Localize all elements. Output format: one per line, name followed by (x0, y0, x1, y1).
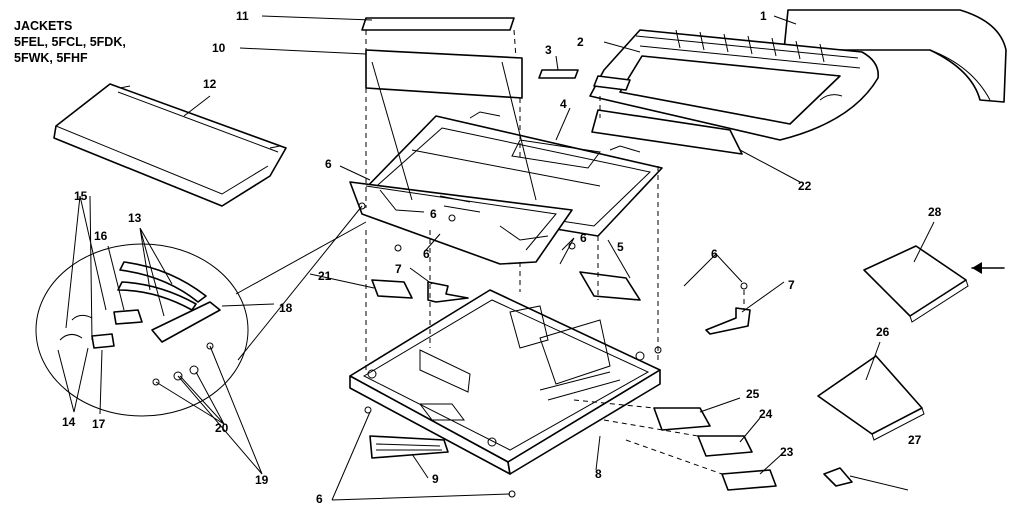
part-8-chassis (349, 289, 661, 475)
part-21-sheet (371, 279, 413, 299)
callout-9: 9 (432, 472, 439, 486)
part-12-keyboard-cover (53, 83, 287, 207)
callout-11: 11 (236, 9, 249, 23)
title-line: 5FWK, 5FHF (14, 51, 88, 65)
part-7-clip-right (705, 307, 751, 335)
part-26-manual (817, 355, 925, 441)
callout-17: 17 (92, 417, 106, 431)
callout-7-right: 7 (788, 278, 795, 292)
callout-numbers: 1 2 3 4 5 6 6 6 6 6 6 7 7 8 9 10 11 12 1… (62, 9, 942, 506)
part-7-clip-left (427, 281, 469, 303)
callout-8: 8 (595, 467, 602, 481)
callout-26: 26 (876, 325, 890, 339)
part-10-bar (365, 29, 523, 99)
callout-12: 12 (203, 77, 217, 91)
part-27-card (823, 467, 853, 487)
callout-6-far-right: 6 (711, 247, 718, 261)
callout-3: 3 (545, 43, 552, 57)
callout-19: 19 (255, 473, 269, 487)
callout-13: 13 (128, 211, 142, 225)
callout-14: 14 (62, 415, 76, 429)
callout-1: 1 (760, 9, 767, 23)
callout-7-left: 7 (395, 262, 402, 276)
part-22-sheet (591, 109, 743, 155)
part-23-strip (721, 469, 777, 491)
callout-16: 16 (94, 229, 108, 243)
callout-20: 20 (215, 421, 229, 435)
callout-10: 10 (212, 41, 226, 55)
part-24-strip (697, 435, 753, 457)
title-line: JACKETS (14, 19, 73, 33)
callout-4: 4 (560, 97, 567, 111)
arrow-icon (971, 262, 1005, 274)
part-2-upper-housing (589, 29, 879, 141)
callout-23: 23 (780, 445, 794, 459)
part-6-upper-plate (349, 181, 573, 265)
leader-lines (57, 15, 935, 501)
part-1-top-cover (783, 9, 1007, 103)
jackets-title: JACKETS 5FEL, 5FCL, 5FDK, 5FWK, 5FHF (14, 18, 126, 66)
callout-6-center: 6 (430, 207, 437, 221)
callout-15: 15 (74, 189, 88, 203)
callout-6-upper-left: 6 (325, 157, 332, 171)
assembly-guide-lines (365, 88, 745, 370)
callout-2: 2 (577, 35, 584, 49)
callout-25: 25 (746, 387, 760, 401)
callout-27: 27 (908, 433, 922, 447)
title-line: 5FEL, 5FCL, 5FDK, (14, 35, 126, 49)
callout-6-right: 6 (580, 231, 587, 245)
part-3-label-strip (538, 69, 579, 79)
callout-5: 5 (617, 240, 624, 254)
part-5-bracket (579, 271, 641, 301)
callout-24: 24 (759, 407, 773, 421)
callout-6-plate: 6 (423, 247, 430, 261)
detail-inset (35, 243, 249, 417)
callout-21: 21 (318, 269, 332, 283)
part-9-cable (369, 435, 449, 459)
callout-28: 28 (928, 205, 942, 219)
part-25-strip (653, 407, 711, 431)
guide-lines-lower (573, 399, 723, 475)
part-28-manual (863, 245, 969, 323)
part-11-top-bar (361, 17, 515, 31)
callout-18: 18 (279, 301, 293, 315)
callout-6-bottom: 6 (316, 492, 323, 506)
callout-22: 22 (798, 179, 812, 193)
